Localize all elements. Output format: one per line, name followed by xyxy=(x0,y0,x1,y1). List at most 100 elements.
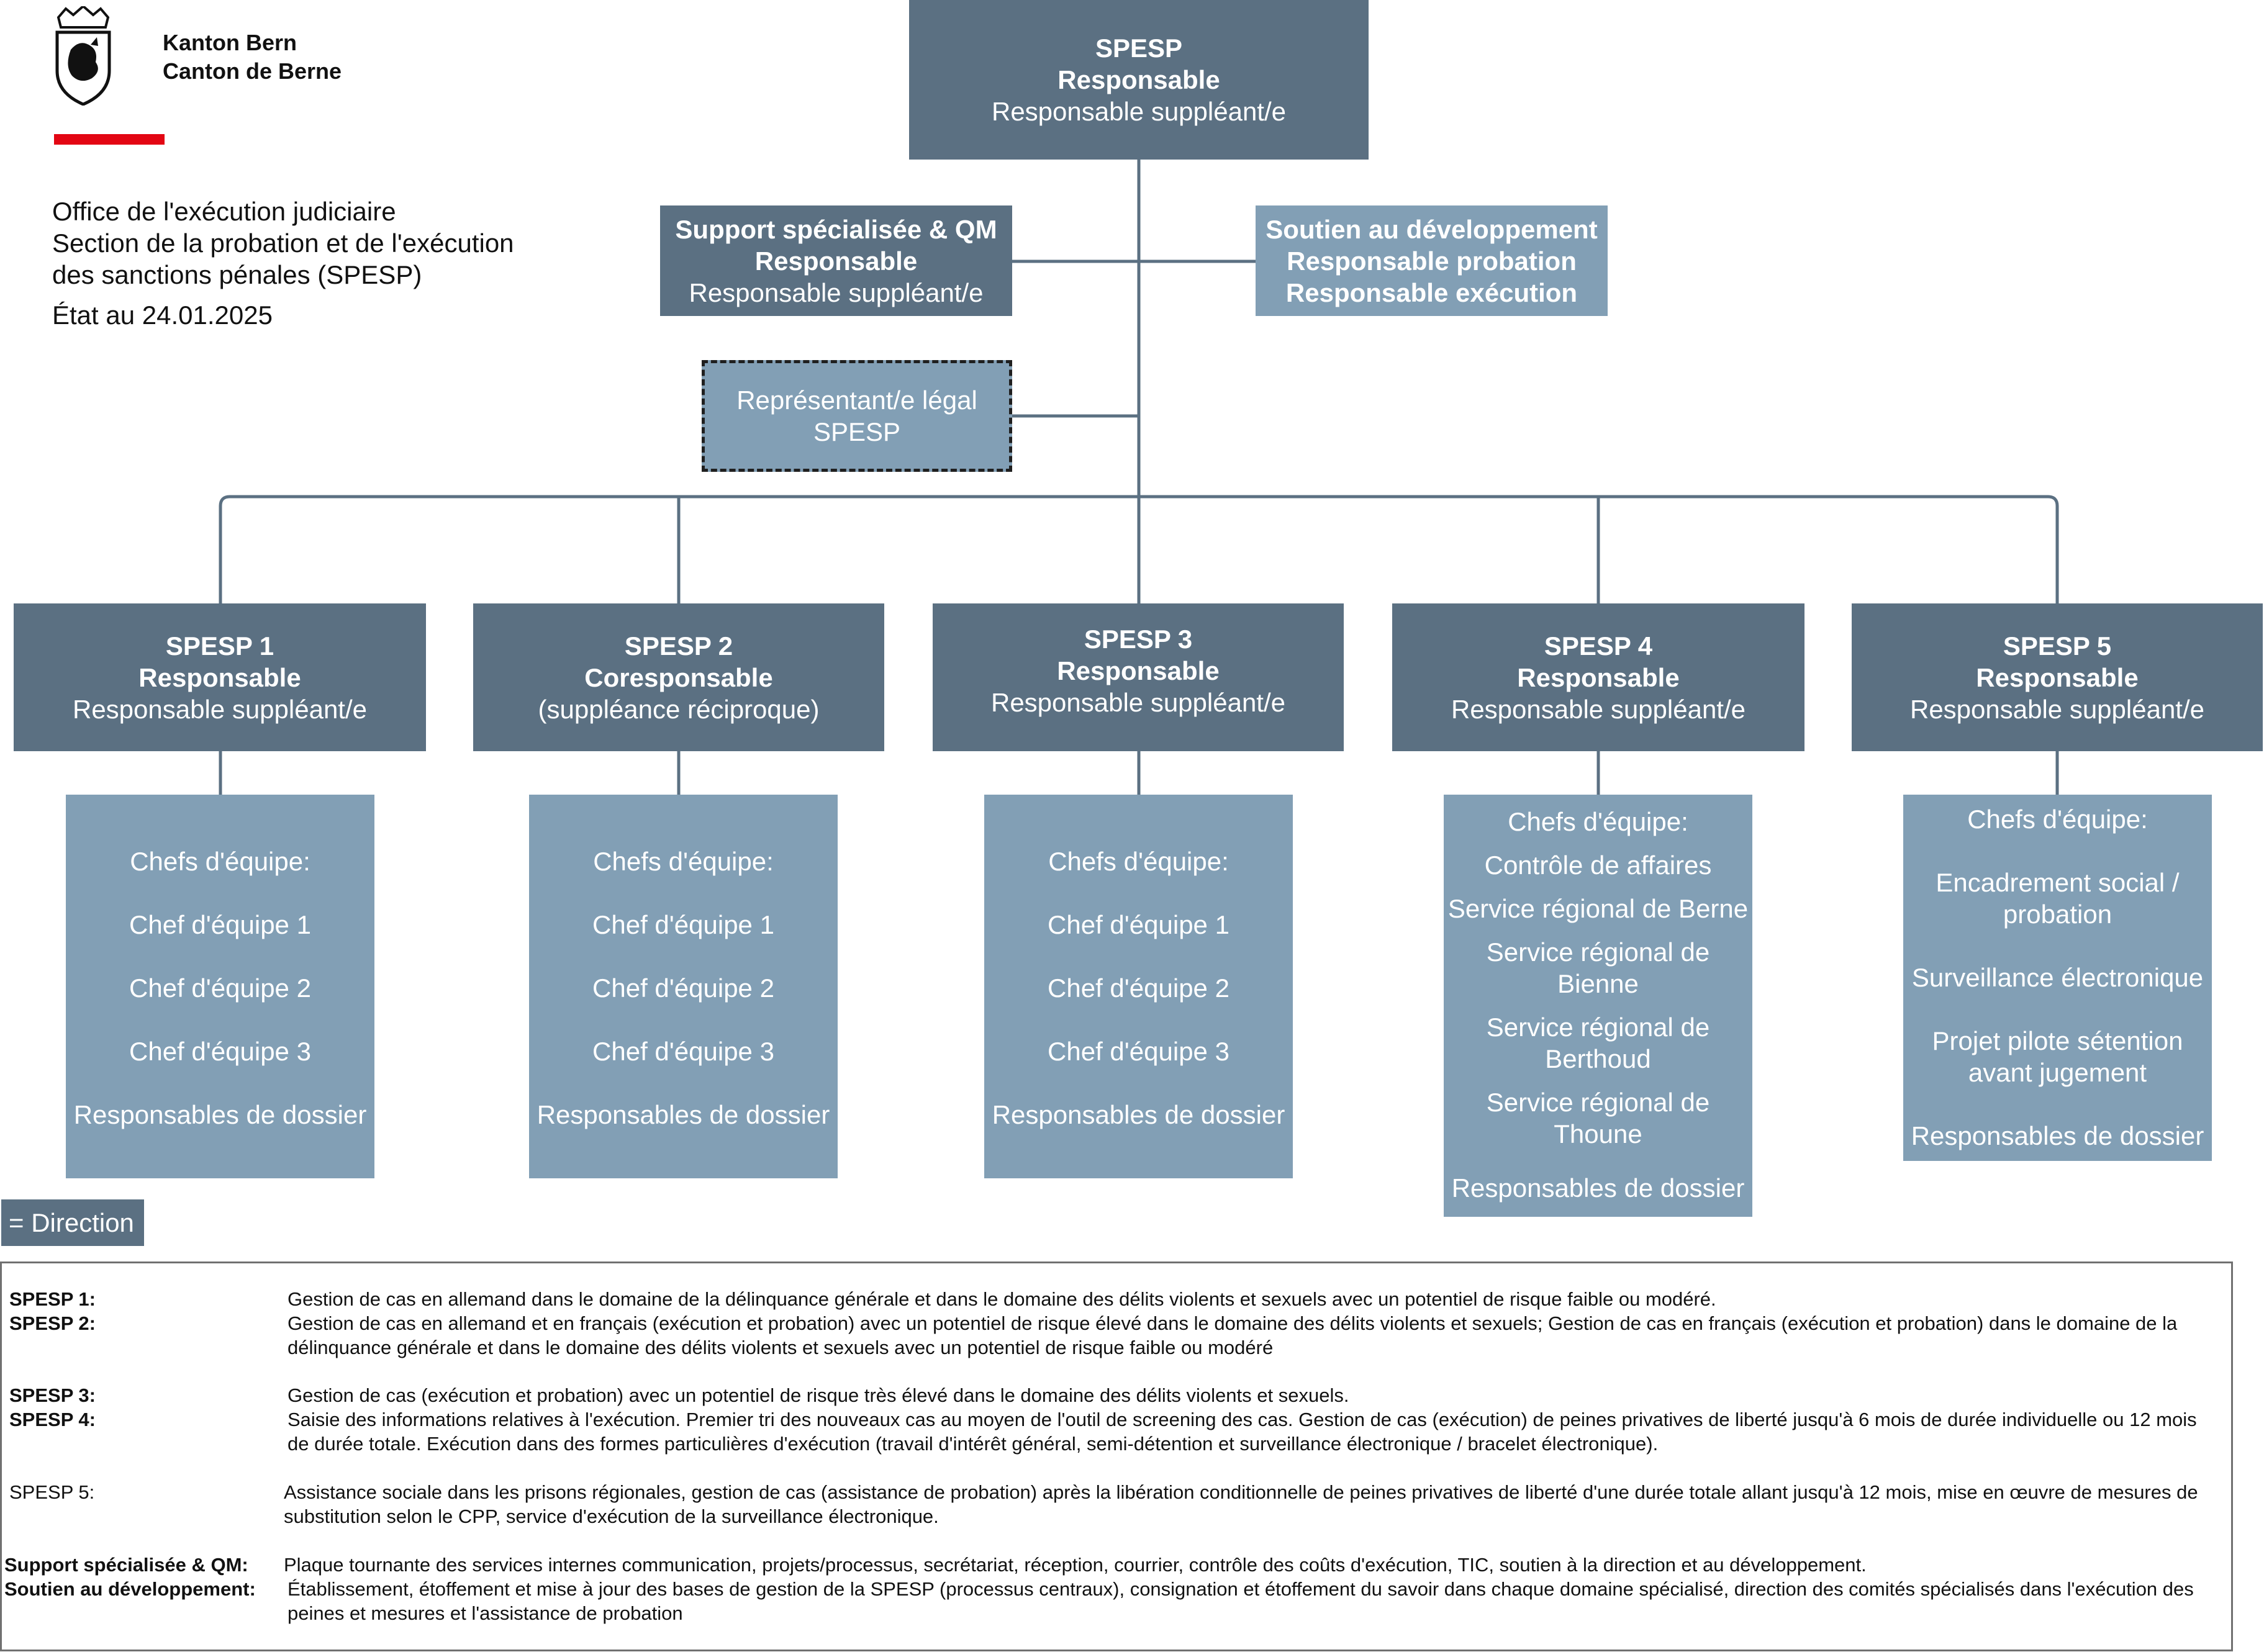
support-qm-box: Support spécialisée & QM Responsable Res… xyxy=(660,205,1012,316)
spesp-head-title: SPESP xyxy=(1095,34,1183,63)
spesp4-deputy: Responsable suppléant/e xyxy=(1451,694,1746,724)
section-name-line1: Section de la probation et de l'exécutio… xyxy=(52,228,514,258)
team-item: Responsables de dossier xyxy=(992,1100,1285,1129)
description-text: Gestion de cas en allemand dans le domai… xyxy=(288,1288,1716,1310)
spesp1-deputy: Responsable suppléant/e xyxy=(72,694,368,724)
spesp4-title: SPESP 4 xyxy=(1544,631,1653,661)
description-text: Gestion de cas en allemand et en françai… xyxy=(288,1312,2178,1358)
description-key: SPESP 4: xyxy=(9,1409,96,1430)
team-item: Chef d'équipe 2 xyxy=(129,973,311,1003)
description-text: Établissement, étoffement et mise à jour… xyxy=(288,1578,2194,1624)
team-item: Chef d'équipe 3 xyxy=(592,1037,774,1066)
spesp2-box: SPESP 2 Coresponsable (suppléance récipr… xyxy=(473,603,884,751)
team-item: Encadrement social / xyxy=(1936,868,2180,897)
team-heading: Chefs d'équipe: xyxy=(1967,805,2148,834)
spesp-head-box: SPESP Responsable Responsable suppléant/… xyxy=(909,0,1369,160)
spesp1-role: Responsable xyxy=(138,662,301,692)
team-item: Chef d'équipe 3 xyxy=(1048,1037,1229,1066)
spesp3-title: SPESP 3 xyxy=(1084,624,1193,654)
spesp1-box: SPESP 1 Responsable Responsable suppléan… xyxy=(14,603,426,751)
description-text: Saisie des informations relatives à l'ex… xyxy=(288,1409,2197,1455)
team-heading: Chefs d'équipe: xyxy=(130,847,310,876)
spesp1-team-box: Chefs d'équipe: Chef d'équipe 1 Chef d'é… xyxy=(66,795,374,1178)
team-item: Berthoud xyxy=(1545,1044,1651,1073)
description-key: SPESP 3: xyxy=(9,1384,96,1406)
team-item: Surveillance électronique xyxy=(1911,963,2204,992)
logo-text: Kanton Bern Canton de Berne xyxy=(163,29,342,86)
spesp2-team-box: Chefs d'équipe: Chef d'équipe 1 Chef d'é… xyxy=(529,795,838,1178)
team-item: Service régional de Berne xyxy=(1447,894,1749,923)
team-item: Service régional de xyxy=(1486,1088,1710,1117)
team-item: Chef d'équipe 1 xyxy=(129,910,311,939)
spesp2-title: SPESP 2 xyxy=(624,631,733,661)
spesp2-role: Coresponsable xyxy=(584,662,773,692)
soutien-role-execution: Responsable exécution xyxy=(1285,278,1578,307)
team-item: Responsables de dossier xyxy=(537,1100,830,1129)
team-heading: Chefs d'équipe: xyxy=(1048,847,1229,876)
support-qm-role: Responsable xyxy=(754,246,918,276)
team-item: Responsables de dossier xyxy=(73,1100,367,1129)
team-item: Chef d'équipe 3 xyxy=(129,1037,311,1066)
status-date: État au 24.01.2025 xyxy=(52,300,273,330)
descriptions-panel: SPESP 1: Gestion de cas en allemand dans… xyxy=(0,1262,2233,1651)
team-item: Service régional de xyxy=(1486,937,1710,967)
description-text: Plaque tournante des services internes c… xyxy=(284,1554,1867,1576)
spesp5-deputy: Responsable suppléant/e xyxy=(1909,694,2205,724)
team-item: Responsables de dossier xyxy=(1911,1121,2204,1150)
soutien-role-probation: Responsable probation xyxy=(1287,246,1577,276)
description-text: Gestion de cas (exécution et probation) … xyxy=(288,1384,1349,1406)
logo-line-french: Canton de Berne xyxy=(163,58,342,84)
canton-bern-logo xyxy=(52,4,114,106)
spesp5-team-box: Chefs d'équipe: Encadrement social / pro… xyxy=(1903,795,2212,1161)
description-key: SPESP 1: xyxy=(9,1288,96,1310)
team-item: Service régional de xyxy=(1486,1013,1710,1042)
spesp3-role: Responsable xyxy=(1057,656,1220,685)
spesp3-deputy: Responsable suppléant/e xyxy=(990,687,1286,717)
team-item: Bienne xyxy=(1557,969,1639,998)
office-name: Office de l'exécution judiciaire xyxy=(52,197,396,226)
legal-line2: SPESP xyxy=(813,417,901,446)
spesp-head-role: Responsable xyxy=(1057,65,1220,94)
spesp5-box: SPESP 5 Responsable Responsable suppléan… xyxy=(1852,603,2263,751)
description-text: Assistance sociale dans les prisons régi… xyxy=(284,1481,2198,1527)
team-heading: Chefs d'équipe: xyxy=(1508,807,1688,836)
team-item: Chef d'équipe 1 xyxy=(592,910,774,939)
description-key: SPESP 5: xyxy=(9,1481,95,1503)
team-item: Chef d'équipe 2 xyxy=(592,973,774,1003)
spesp3-box: SPESP 3 Responsable Responsable suppléan… xyxy=(933,603,1344,751)
legal-line1: Représentant/e légal xyxy=(736,386,977,415)
spesp5-title: SPESP 5 xyxy=(2003,631,2112,661)
connector-bus xyxy=(219,495,2059,603)
spesp-head-deputy: Responsable suppléant/e xyxy=(991,97,1287,126)
description-key: SPESP 2: xyxy=(9,1312,96,1334)
bern-coat-of-arms-icon xyxy=(55,4,111,106)
section-name-line2: des sanctions pénales (SPESP) xyxy=(52,260,422,289)
team-item: avant jugement xyxy=(1968,1058,2147,1087)
spesp5-role: Responsable xyxy=(1976,662,2139,692)
team-item: Chef d'équipe 1 xyxy=(1048,910,1229,939)
spesp3-team-box: Chefs d'équipe: Chef d'équipe 1 Chef d'é… xyxy=(984,795,1293,1178)
description-key: Soutien au développement: xyxy=(4,1578,256,1600)
spesp2-deputy: (suppléance réciproque) xyxy=(538,694,820,724)
soutien-title: Soutien au développement xyxy=(1266,214,1598,244)
spesp1-title: SPESP 1 xyxy=(165,631,274,661)
team-item: Contrôle de affaires xyxy=(1484,851,1712,880)
team-item: Projet pilote sétention xyxy=(1932,1026,2183,1055)
logo-red-bar xyxy=(54,134,165,145)
team-item: probation xyxy=(2003,900,2112,929)
description-key: Support spécialisée & QM: xyxy=(4,1554,248,1576)
soutien-developpement-box: Soutien au développement Responsable pro… xyxy=(1256,205,1608,316)
office-info: Office de l'exécution judiciaire Section… xyxy=(52,196,514,331)
team-item: Thoune xyxy=(1554,1119,1642,1149)
team-item: Responsables de dossier xyxy=(1451,1173,1745,1203)
spesp4-role: Responsable xyxy=(1517,662,1680,692)
logo-line-german: Kanton Bern xyxy=(163,30,297,55)
support-qm-title: Support spécialisée & QM xyxy=(675,214,997,244)
direction-legend: = Direction xyxy=(1,1199,144,1246)
spesp4-team-box: Chefs d'équipe: Contrôle de affaires Ser… xyxy=(1444,795,1752,1217)
spesp4-box: SPESP 4 Responsable Responsable suppléan… xyxy=(1392,603,1804,751)
legal-representative-box: Représentant/e légal SPESP xyxy=(702,360,1012,472)
team-heading: Chefs d'équipe: xyxy=(593,847,774,876)
support-qm-deputy: Responsable suppléant/e xyxy=(689,278,984,307)
